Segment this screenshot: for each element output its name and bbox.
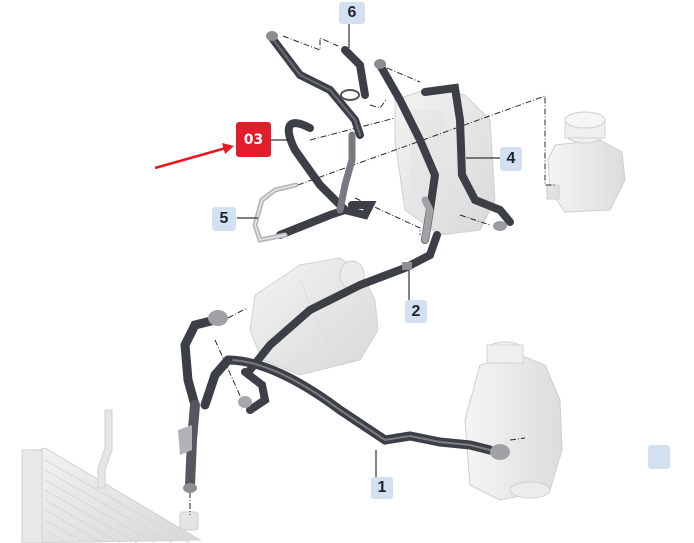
callout-6-label: 6 — [347, 4, 357, 21]
callout-4[interactable]: 4 — [500, 147, 522, 171]
assembly-leader-lines — [189, 35, 555, 515]
coolant-tank-upper — [394, 87, 496, 236]
hose-4 — [374, 59, 514, 244]
callout-1-label: 1 — [377, 479, 387, 496]
coolant-tank-middle — [249, 257, 379, 376]
callout-6[interactable]: 6 — [339, 2, 365, 24]
callout-blank[interactable] — [648, 445, 670, 469]
charge-cooler — [464, 341, 563, 501]
callout-4-label: 4 — [506, 150, 516, 167]
callout-leaders — [237, 22, 500, 478]
callout-5-label: 5 — [219, 210, 229, 227]
hose-lower-left — [178, 310, 270, 493]
callout-1[interactable]: 1 — [371, 477, 393, 499]
hose-1 — [223, 355, 510, 460]
highlight-badge-03[interactable]: 03 — [236, 122, 271, 157]
hose-6 — [266, 31, 369, 139]
hose-2 — [246, 231, 441, 374]
callout-2[interactable]: 2 — [405, 300, 427, 323]
hose-03 — [276, 119, 377, 239]
expansion-reservoir — [546, 111, 626, 213]
callout-2-label: 2 — [411, 302, 421, 320]
pipe-5 — [252, 182, 299, 243]
radiator — [21, 409, 202, 543]
highlight-arrow — [154, 143, 234, 170]
highlight-badge-label: 03 — [243, 131, 264, 148]
callout-5[interactable]: 5 — [212, 207, 236, 231]
